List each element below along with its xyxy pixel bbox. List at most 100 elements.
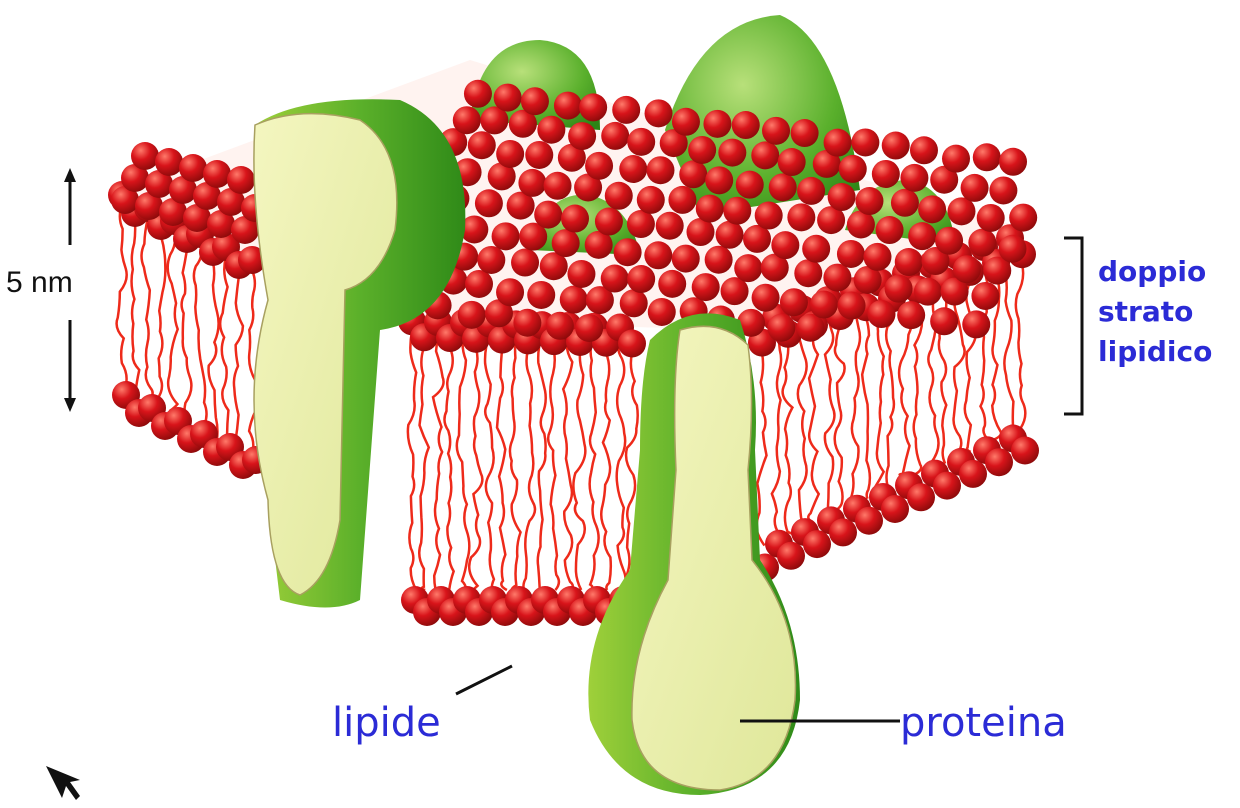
lipid-head	[203, 160, 231, 188]
lipid-head	[554, 92, 582, 120]
lipid-head	[518, 169, 546, 197]
lipid-head	[453, 106, 481, 134]
lipid-head	[881, 495, 909, 523]
lipid-head	[953, 255, 981, 283]
lipid-head	[620, 289, 648, 317]
lipid-head	[767, 314, 795, 342]
lipid-head	[752, 284, 780, 312]
lipid-head	[977, 204, 1005, 232]
lipid-head	[567, 260, 595, 288]
lipid-head	[802, 235, 830, 263]
lipid-head	[734, 254, 762, 282]
lipid-head	[762, 117, 790, 145]
lipid-head	[534, 201, 562, 229]
lipid-head	[679, 160, 707, 188]
lipid-head	[546, 312, 574, 340]
lipid-head	[918, 195, 946, 223]
bilayer-label: doppio strato lipidico	[1098, 252, 1212, 372]
lipid-head	[496, 278, 524, 306]
lipid-head	[494, 84, 522, 112]
lipid-head	[867, 300, 895, 328]
lipid-head	[637, 186, 665, 214]
lipid-head	[696, 195, 724, 223]
lipid-head	[723, 197, 751, 225]
lipid-head	[672, 108, 700, 136]
lipid-head	[465, 270, 493, 298]
lipid-head	[1009, 204, 1037, 232]
lipid-head	[560, 286, 588, 314]
lipid-head	[1011, 437, 1039, 465]
lipid-head	[962, 310, 990, 338]
lipid-head	[527, 281, 555, 309]
lipid-head	[942, 145, 970, 173]
lipid-head	[787, 203, 815, 231]
lipid-label: lipide	[332, 700, 441, 746]
cursor-arrow-icon	[46, 766, 80, 800]
lipid-head	[961, 174, 989, 202]
lipid-head	[692, 273, 720, 301]
lipid-head	[907, 483, 935, 511]
lipid-head	[855, 507, 883, 535]
lipid-head	[601, 265, 629, 293]
lipid-head	[612, 96, 640, 124]
lipid-head	[828, 183, 856, 211]
lipid-head	[492, 222, 520, 250]
lipid-head	[989, 176, 1017, 204]
bilayer-label-line-1: doppio	[1098, 252, 1212, 292]
lipid-head	[910, 136, 938, 164]
lipid-head	[914, 278, 942, 306]
lipid-head	[614, 238, 642, 266]
lipid-head	[537, 116, 565, 144]
lipid-head	[810, 291, 838, 319]
lipid-head	[155, 148, 183, 176]
lipid-head	[855, 187, 883, 215]
lipid-head	[645, 99, 673, 127]
lipid-head	[688, 136, 716, 164]
lipid-head	[644, 241, 672, 269]
bilayer-label-line-2: strato	[1098, 292, 1212, 332]
lipid-head	[930, 307, 958, 335]
lipid-head	[897, 301, 925, 329]
lipid-head	[579, 93, 607, 121]
lipid-leader-line	[456, 666, 512, 694]
lipid-head	[824, 129, 852, 157]
lipid-head	[464, 80, 492, 108]
lipid-head	[705, 166, 733, 194]
lipid-head	[851, 128, 879, 156]
lipid-head	[837, 240, 865, 268]
lipid-head	[771, 231, 799, 259]
lipid-head	[999, 235, 1027, 263]
lipid-head	[935, 227, 963, 255]
lipid-head	[885, 275, 913, 303]
lipid-head	[839, 155, 867, 183]
lipid-head	[895, 248, 923, 276]
lipid-head	[475, 189, 503, 217]
lipid-head	[618, 330, 646, 358]
lipid-head	[732, 111, 760, 139]
lipid-head	[568, 122, 596, 150]
lipid-head	[882, 132, 910, 160]
lipid-head	[656, 212, 684, 240]
lipid-head	[971, 282, 999, 310]
lipid-head	[605, 182, 633, 210]
lipid-head	[716, 221, 744, 249]
lipid-head	[769, 173, 797, 201]
lipid-head	[900, 164, 928, 192]
lipid-head	[668, 186, 696, 214]
lipid-head	[973, 143, 1001, 171]
lipid-head	[780, 288, 808, 316]
bilayer-bracket	[1064, 238, 1082, 414]
lipid-head	[648, 298, 676, 326]
lipid-head	[619, 155, 647, 183]
lipid-head	[803, 530, 831, 558]
lipid-head	[794, 259, 822, 287]
lipid-head	[778, 148, 806, 176]
lipid-head	[751, 141, 779, 169]
lipid-head	[627, 128, 655, 156]
lipid-head	[575, 314, 603, 342]
lipid-head	[791, 119, 819, 147]
lipid-head	[521, 87, 549, 115]
lipid-head	[876, 216, 904, 244]
lipid-head	[933, 472, 961, 500]
